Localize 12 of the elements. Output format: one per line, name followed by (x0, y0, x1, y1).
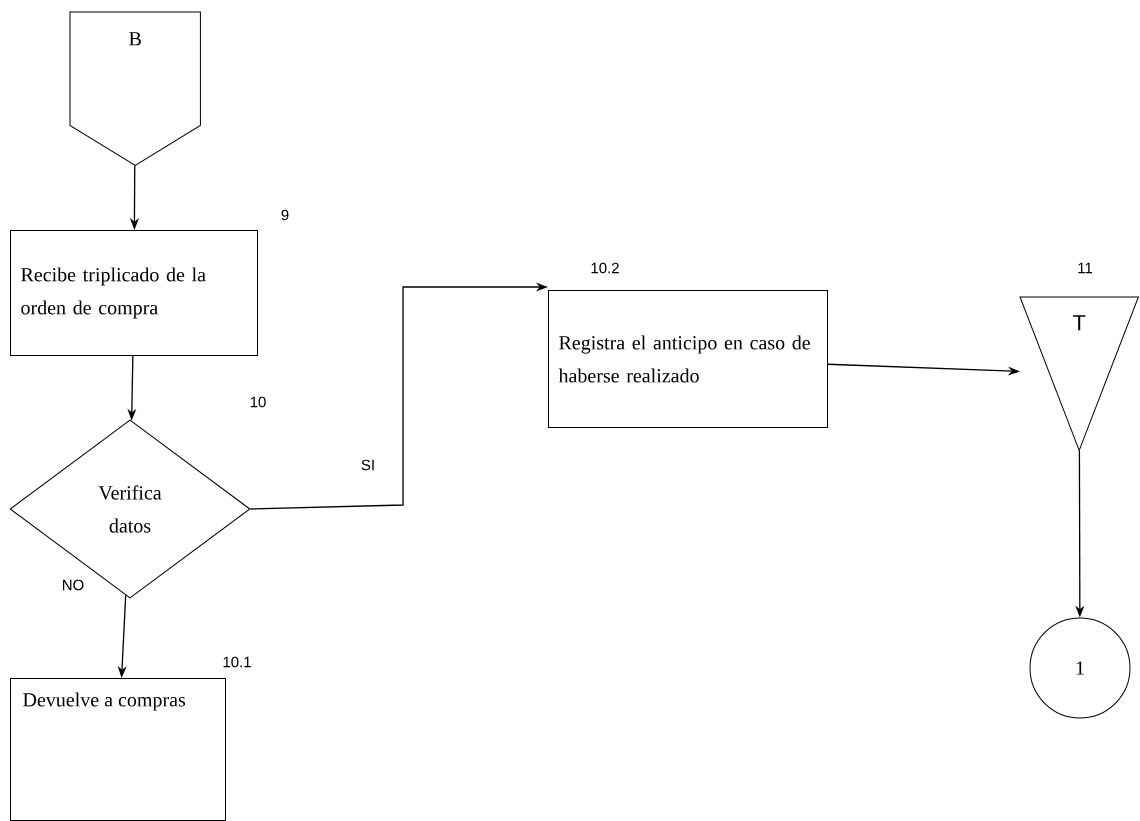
process-box: Devuelve a compras (10, 678, 226, 821)
step-number: 10.2 (591, 262, 619, 274)
file-triangle: T (1019, 296, 1139, 451)
step-number: 10 (250, 396, 266, 408)
process-box: Recibe triplicado de la orden de compra (10, 230, 258, 356)
step-number: 11 (1078, 262, 1093, 274)
step-number: 9 (281, 209, 289, 221)
process-box: Registra el anticipo en caso de haberse realizado (548, 290, 828, 428)
edge-label: SI (359, 458, 377, 472)
step-number: 10.1 (223, 656, 251, 668)
edge-label: NO (60, 578, 86, 592)
off-page-connector: B (69, 11, 201, 166)
